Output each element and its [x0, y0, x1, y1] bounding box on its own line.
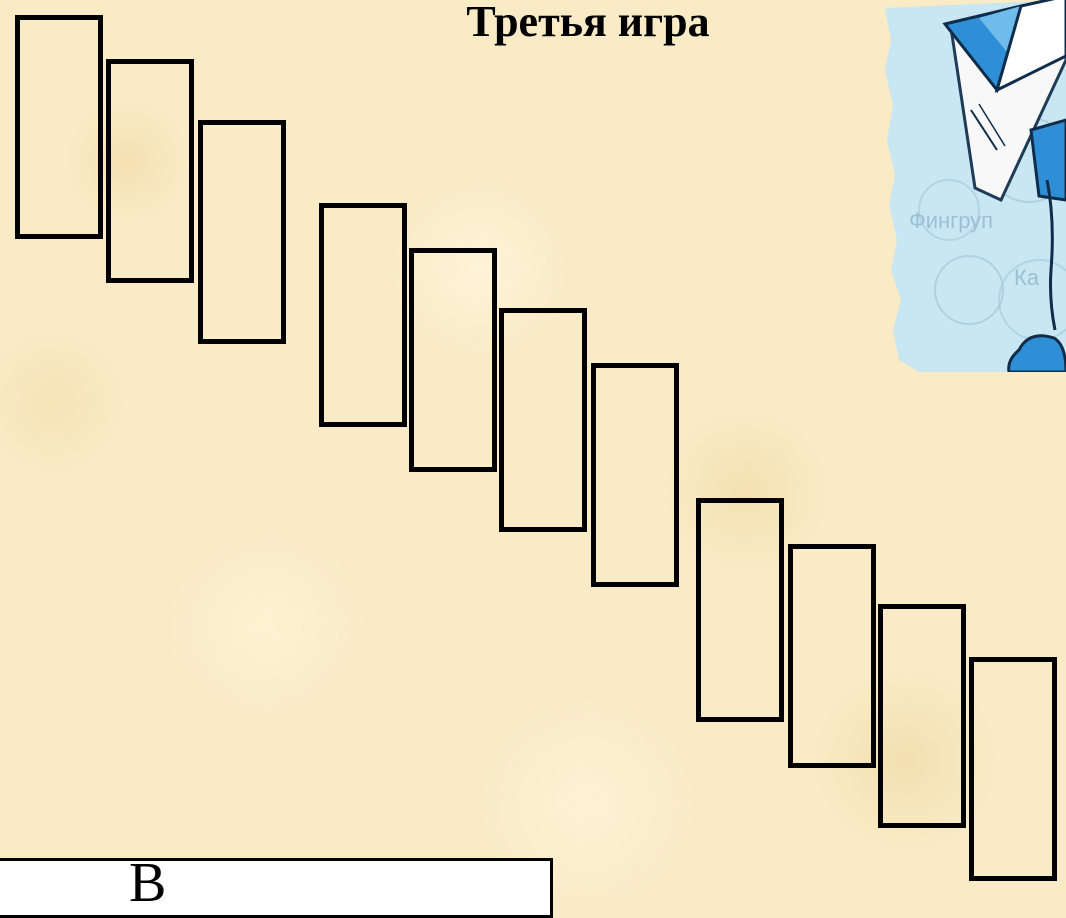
word-card-3[interactable]: [198, 120, 286, 344]
svg-text:Фингруп: Фингруп: [909, 208, 993, 233]
word-card-9[interactable]: [788, 544, 876, 768]
word-card-7[interactable]: [591, 363, 679, 587]
pencil-character-illustration: Фингруп Ка: [879, 0, 1066, 372]
word-card-8[interactable]: [696, 498, 784, 722]
answer-box[interactable]: В: [0, 858, 553, 918]
word-card-11[interactable]: [969, 657, 1057, 881]
word-card-10[interactable]: [878, 604, 966, 828]
word-card-5[interactable]: [409, 248, 497, 472]
word-card-4[interactable]: [319, 203, 407, 427]
slide-title: Третья игра: [466, 0, 710, 46]
svg-text:Ка: Ка: [1014, 265, 1040, 290]
word-card-6[interactable]: [499, 308, 587, 532]
word-card-2[interactable]: [106, 59, 194, 283]
word-card-1[interactable]: [15, 15, 103, 239]
answer-text: В: [129, 858, 167, 914]
